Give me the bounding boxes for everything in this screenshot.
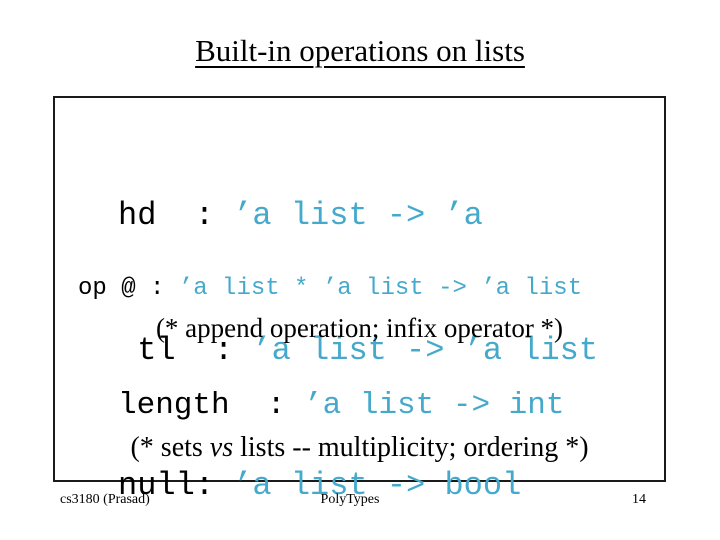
footer-course-label: cs3180 (Prasad)	[60, 492, 150, 507]
signature-tl: tl : ’a list -> ’a list	[118, 328, 598, 373]
signature-tl-type: ’a list -> ’a list	[252, 332, 599, 369]
signature-length-label: length :	[118, 388, 305, 423]
signature-hd: hd : ’a list -> ’a	[118, 193, 598, 238]
signature-null-type: ’a list -> bool	[233, 467, 522, 504]
signature-hd-label: hd :	[118, 197, 234, 234]
signature-null-label: null:	[118, 467, 234, 504]
footer-page-number: 14	[632, 492, 646, 507]
signature-hd-type: ’a list -> ’a	[233, 197, 483, 234]
signature-append-label: op @ :	[78, 275, 179, 302]
signature-append-op: op @ : ’a list * ’a list -> ’a list	[78, 275, 582, 304]
sets-comment-post: lists -- multiplicity; ordering *)	[233, 432, 589, 463]
signature-length: length : ’a list -> int	[118, 387, 564, 424]
signature-null: null: ’a list -> bool	[118, 463, 598, 508]
signature-length-type: ’a list -> int	[304, 388, 565, 423]
signatures-box: hd : ’a list -> ’a tl : ’a list -> ’a li…	[53, 96, 666, 504]
signature-append-type: ’a list * ’a list -> ’a list	[178, 275, 583, 302]
core-signatures: hd : ’a list -> ’a tl : ’a list -> ’a li…	[118, 103, 598, 540]
sets-comment: (* sets vs lists -- multiplicity; orderi…	[55, 432, 664, 464]
slide-title: Built-in operations on lists	[195, 33, 525, 68]
append-comment: (* append operation; infix operator *)	[155, 313, 564, 343]
footer-deck-title: PolyTypes	[320, 492, 380, 507]
sets-comment-vs: vs	[209, 432, 234, 463]
signature-tl-label: tl :	[118, 332, 253, 369]
sets-comment-pre: (* sets	[130, 432, 210, 463]
